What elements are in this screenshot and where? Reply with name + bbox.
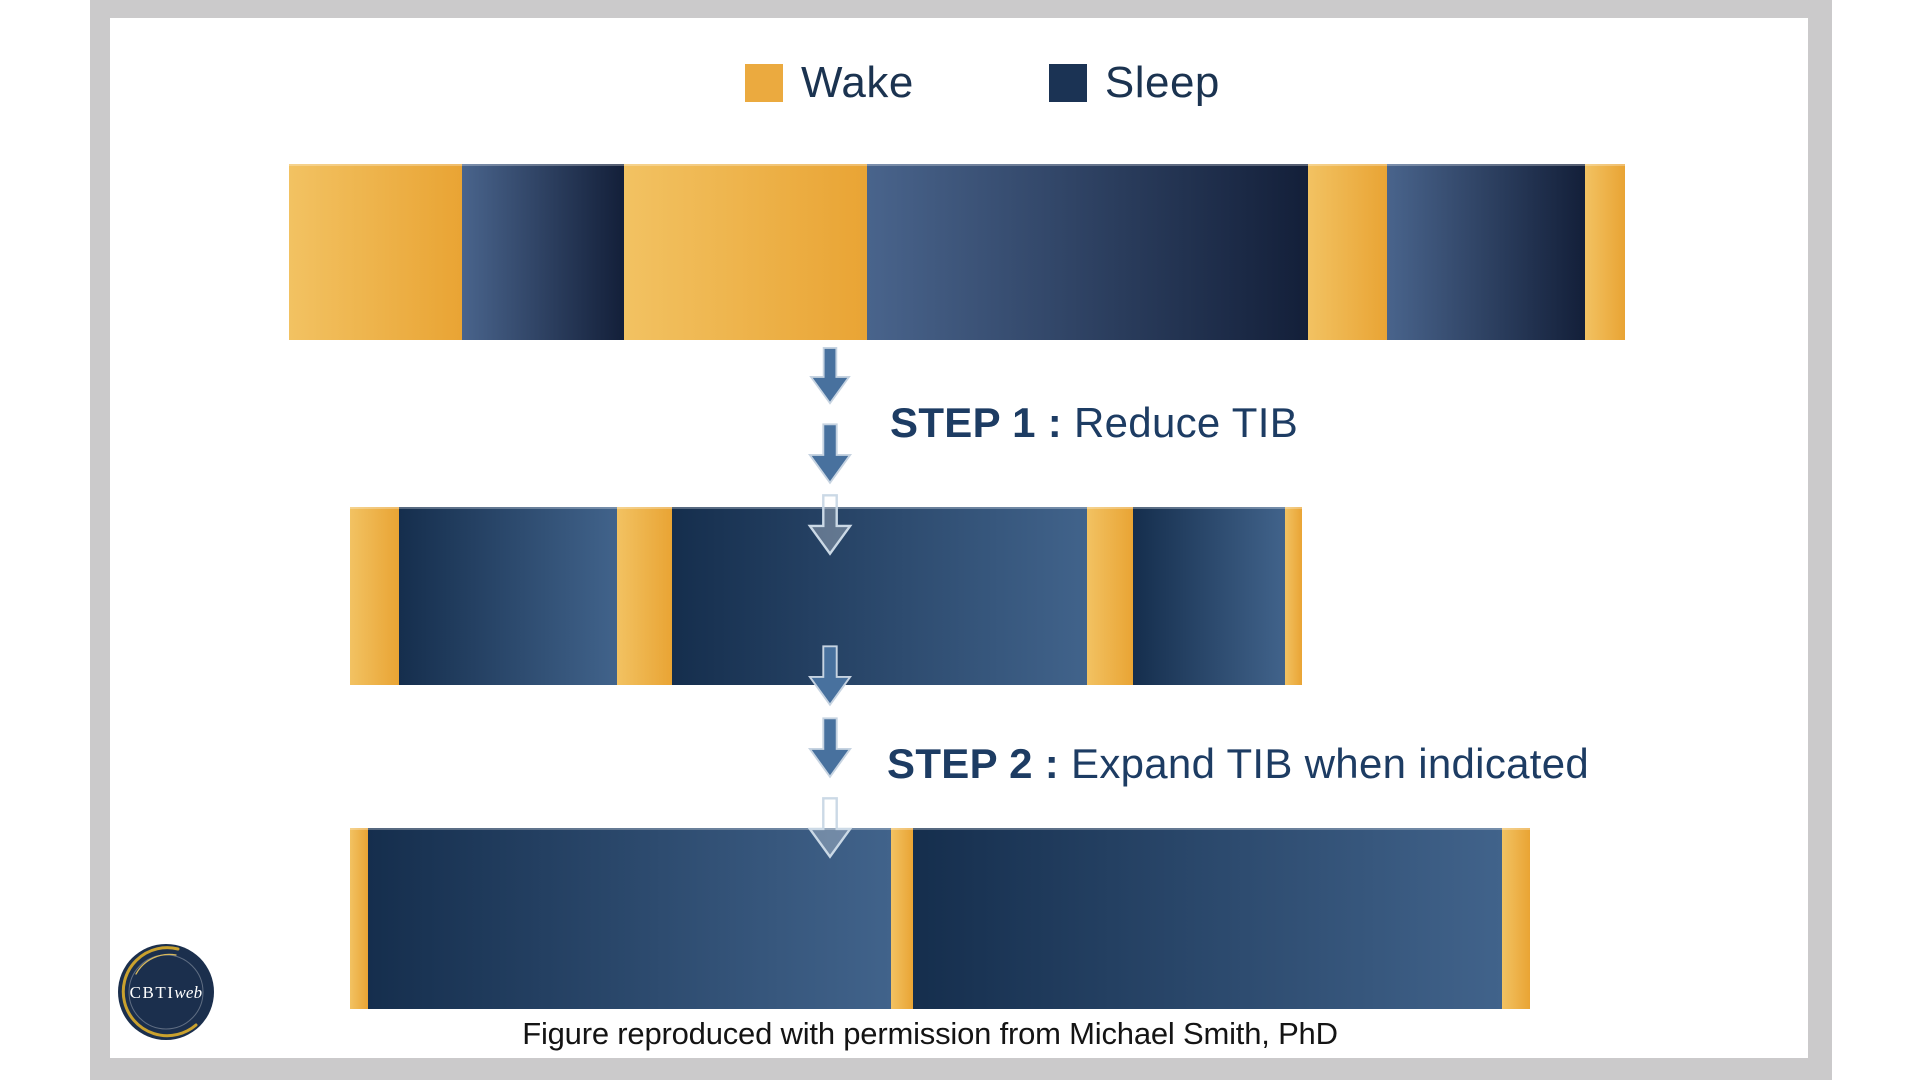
legend-label-sleep: Sleep xyxy=(1104,58,1220,107)
bar-segment-sleep xyxy=(462,164,624,340)
down-arrow-shape xyxy=(807,423,853,485)
bar-segment-wake xyxy=(1087,507,1133,685)
figure-caption: Figure reproduced with permission from M… xyxy=(522,1016,1338,1051)
down-arrow-shape xyxy=(807,645,853,707)
down-arrow-filled-icon xyxy=(807,423,853,485)
logo-gold-inner-arc-icon xyxy=(135,953,177,975)
down-arrow-filled-icon xyxy=(809,347,851,405)
legend-label-wake: Wake xyxy=(801,58,914,107)
down-arrow-filled-icon xyxy=(807,645,853,707)
down-arrow-shape xyxy=(807,717,853,779)
bar-segment-sleep xyxy=(368,828,891,1009)
sleep-wake-bar-baseline-night xyxy=(289,164,1625,340)
bar-segment-wake xyxy=(624,164,867,340)
step1-prefix: STEP 1 : xyxy=(890,399,1063,446)
bar-segment-wake xyxy=(1585,164,1625,340)
bar-segment-sleep xyxy=(672,507,1087,685)
wake-swatch-icon xyxy=(745,64,783,102)
legend-item-sleep: Sleep xyxy=(1048,58,1220,108)
bar-segment-sleep xyxy=(399,507,617,685)
sleep-wake-bar-after-step2-expanded-tib xyxy=(350,828,1530,1009)
logo-text-cbti: CBTI xyxy=(130,983,175,1002)
down-arrow-shape xyxy=(809,347,851,405)
step2-label: STEP 2 : Expand TIB when indicated xyxy=(887,740,1589,788)
down-arrow-outline-icon xyxy=(807,797,853,859)
cbtiweb-logo: CBTIweb xyxy=(118,944,214,1040)
down-arrow-filled-icon xyxy=(807,717,853,779)
down-arrow-outline-icon xyxy=(807,494,853,556)
bar-segment-wake xyxy=(617,507,672,685)
bar-segment-wake xyxy=(1285,507,1302,685)
step1-text: Reduce TIB xyxy=(1062,399,1299,446)
bar-segment-wake xyxy=(891,828,913,1009)
step2-text: Expand TIB when indicated xyxy=(1059,740,1590,787)
legend: Wake Sleep xyxy=(745,58,1220,108)
bar-segment-wake xyxy=(1308,164,1387,340)
bar-segment-sleep xyxy=(867,164,1308,340)
logo-circle xyxy=(118,944,214,1040)
step2-prefix: STEP 2 : xyxy=(887,740,1060,787)
down-arrow-shape xyxy=(807,494,853,556)
logo-gold-crescent-icon xyxy=(121,946,198,1038)
logo-text: CBTIweb xyxy=(130,983,203,1002)
bar-segment-wake xyxy=(350,507,399,685)
bar-segment-sleep xyxy=(1133,507,1285,685)
sleep-swatch-icon xyxy=(1048,64,1087,102)
bar-segment-sleep xyxy=(913,828,1502,1009)
sleep-wake-bar-after-step1-reduced-tib xyxy=(350,507,1302,685)
bar-segment-wake xyxy=(350,828,368,1009)
bar-segment-wake xyxy=(1502,828,1530,1009)
logo-text-web: web xyxy=(174,983,202,1002)
down-arrow-shape xyxy=(807,797,853,859)
bar-segment-sleep xyxy=(1387,164,1585,340)
bar-segment-wake xyxy=(289,164,462,340)
step1-label: STEP 1 : Reduce TIB xyxy=(890,399,1298,447)
legend-item-wake: Wake xyxy=(745,58,914,108)
